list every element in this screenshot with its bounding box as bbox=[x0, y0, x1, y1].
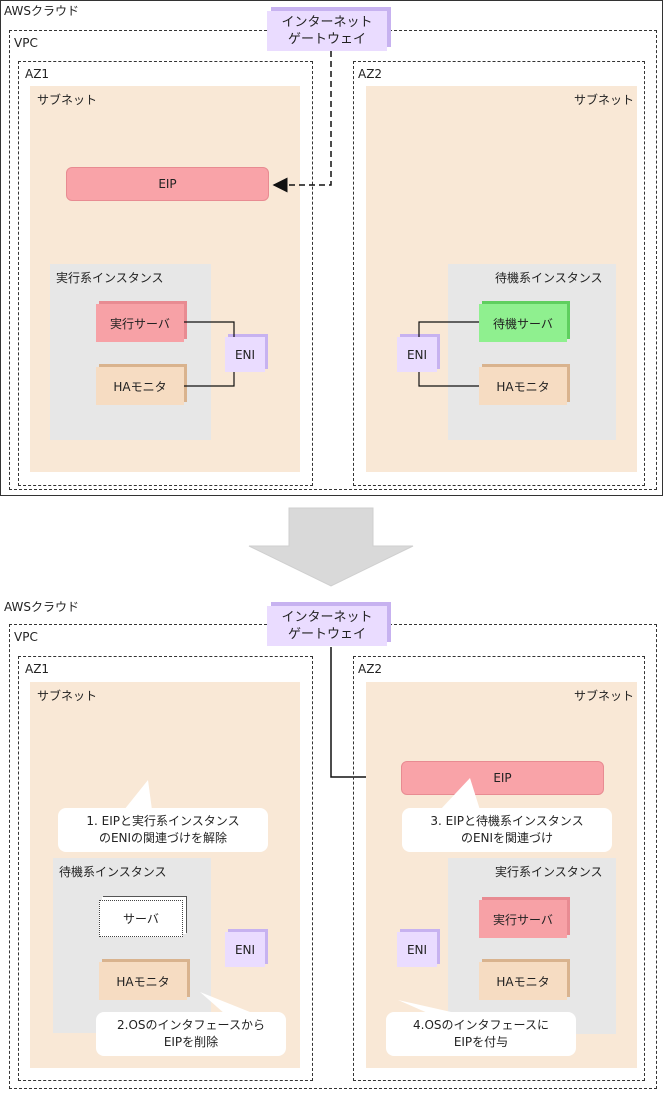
subnet-az1-label: サブネット bbox=[37, 689, 98, 703]
instance-az1-label: 実行系インスタンス bbox=[56, 271, 164, 285]
vpc-label: VPC bbox=[14, 630, 38, 644]
callout2-tail bbox=[200, 992, 255, 1014]
ha-monitor-az1-after: HAモニタ bbox=[99, 962, 187, 1000]
internet-gateway-after: インターネット ゲートウェイ bbox=[267, 606, 387, 646]
callout1-line1: 1. EIPと実行系インスタンス bbox=[86, 814, 240, 828]
az2-before bbox=[353, 61, 645, 486]
instance-az1-label: 待機系インスタンス bbox=[59, 865, 167, 879]
vpc-label: VPC bbox=[14, 36, 38, 50]
az1-eni-link-before bbox=[184, 321, 235, 387]
eni-az1-after: ENI bbox=[225, 932, 265, 967]
callout-step1: 1. EIPと実行系インスタンス のENIの関連づけを解除 bbox=[58, 808, 268, 852]
instance-az2-before bbox=[448, 264, 616, 440]
eip-before: EIP bbox=[66, 167, 269, 201]
instance-az2-after bbox=[448, 858, 616, 1034]
ha-monitor-az1-before: HAモニタ bbox=[96, 367, 184, 405]
instance-az2-label: 実行系インスタンス bbox=[495, 865, 603, 879]
callout4-line2: EIPを付与 bbox=[453, 1035, 509, 1049]
transition-arrow bbox=[248, 507, 414, 587]
ha-monitor-az2-after: HAモニタ bbox=[479, 962, 567, 1000]
aws-cloud-label: AWSクラウド bbox=[4, 4, 80, 18]
az1-before bbox=[18, 61, 313, 486]
callout1-line2: のENIの関連づけを解除 bbox=[98, 831, 228, 845]
callout1-tail bbox=[124, 780, 152, 810]
igw-eip-dashed-link bbox=[272, 51, 332, 193]
eni-az2-before: ENI bbox=[397, 337, 437, 372]
igw-line2: ゲートウェイ bbox=[287, 32, 366, 47]
active-server-before: 実行サーバ bbox=[96, 304, 184, 342]
eni-az1-before: ENI bbox=[225, 337, 265, 372]
eip-after: EIP bbox=[401, 761, 604, 795]
instance-az2-label: 待機系インスタンス bbox=[495, 271, 603, 285]
az1-after bbox=[18, 656, 313, 1081]
callout2-line2: EIPを削除 bbox=[163, 1035, 219, 1049]
callout3-line1: 3. EIPと待機系インスタンス bbox=[430, 814, 584, 828]
ha-monitor-az2-before: HAモニタ bbox=[479, 367, 567, 405]
callout2-line1: 2.OSのインタフェースから bbox=[117, 1018, 265, 1032]
instance-az1-after bbox=[53, 858, 211, 1033]
az2-after bbox=[353, 656, 645, 1081]
az1-label: AZ1 bbox=[25, 67, 50, 81]
subnet-az1-label: サブネット bbox=[37, 93, 98, 107]
callout-step2: 2.OSのインタフェースから EIPを削除 bbox=[96, 1012, 286, 1056]
callout-step4: 4.OSのインタフェースに EIPを付与 bbox=[386, 1012, 576, 1056]
server-az1-after: サーバ bbox=[99, 900, 183, 937]
callout4-line1: 4.OSのインタフェースに bbox=[413, 1018, 549, 1032]
active-server-after: 実行サーバ bbox=[479, 900, 567, 938]
az2-eni-link-before bbox=[418, 321, 479, 387]
internet-gateway-before: インターネット ゲートウェイ bbox=[267, 11, 387, 51]
az2-label: AZ2 bbox=[358, 67, 383, 81]
az2-label: AZ2 bbox=[358, 662, 383, 676]
subnet-az2-label: サブネット bbox=[574, 689, 635, 703]
aws-cloud-label: AWSクラウド bbox=[4, 600, 80, 614]
az1-label: AZ1 bbox=[25, 662, 50, 676]
igw-line1: インターネット bbox=[281, 610, 373, 625]
eni-az2-after: ENI bbox=[397, 932, 437, 967]
igw-line1: インターネット bbox=[281, 15, 373, 30]
instance-az1-before bbox=[50, 264, 211, 440]
callout3-line2: のENIを関連づけ bbox=[460, 831, 554, 845]
igw-line2: ゲートウェイ bbox=[287, 627, 366, 642]
callout3-tail bbox=[440, 778, 480, 810]
standby-server-before: 待機サーバ bbox=[479, 304, 567, 342]
subnet-az2-label: サブネット bbox=[574, 93, 635, 107]
callout4-tail bbox=[398, 1000, 460, 1014]
callout-step3: 3. EIPと待機系インスタンス のENIを関連づけ bbox=[402, 808, 612, 852]
